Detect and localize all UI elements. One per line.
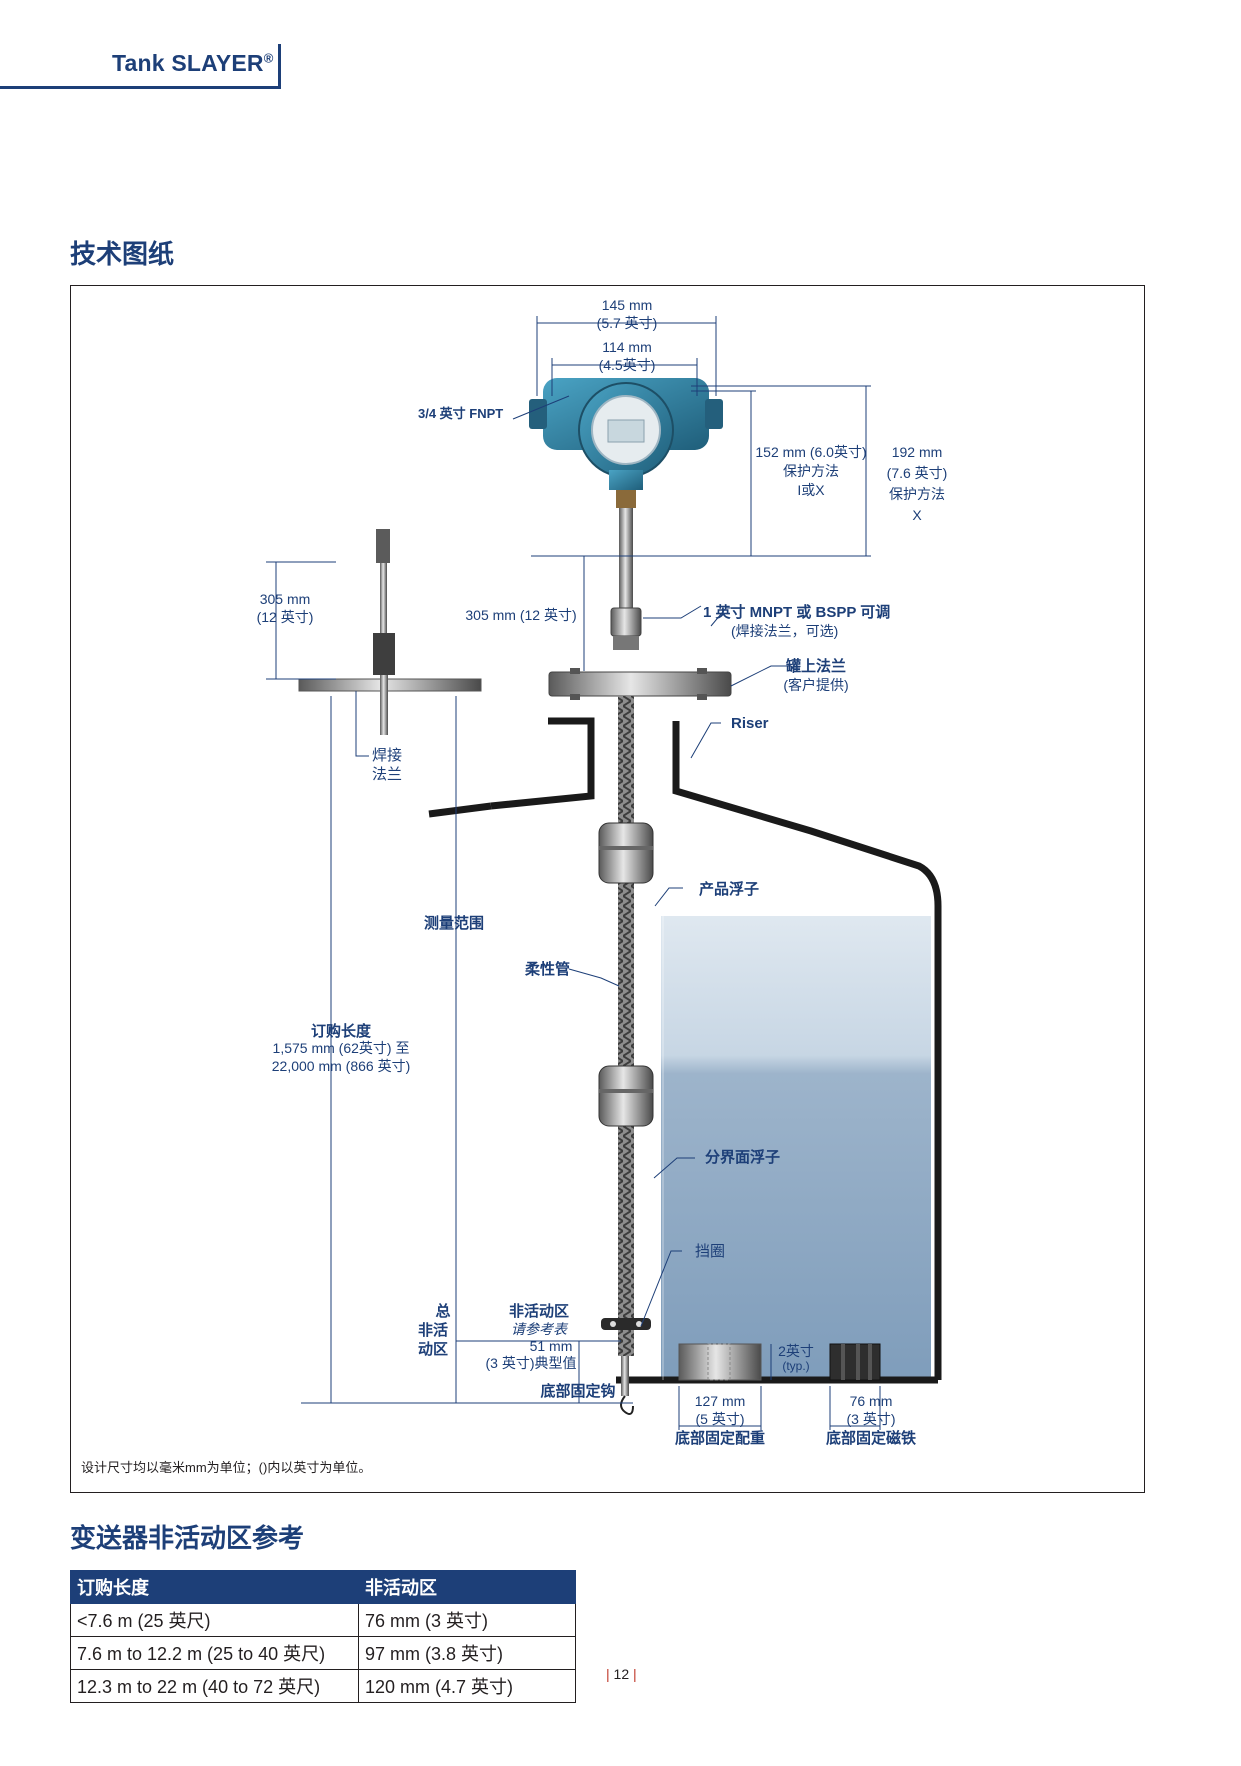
label-tank-flange-note: (客户提供) xyxy=(783,677,848,693)
magnet-width-l1: 76 mm xyxy=(850,1393,893,1409)
drawing-footnote: 设计尺寸均以毫米mm为单位；()内以英寸为单位。 xyxy=(81,1460,371,1476)
column-header: 订购长度 xyxy=(70,1570,359,1604)
riser-left-wall xyxy=(490,717,595,810)
weight-height-l2: (typ.) xyxy=(782,1359,809,1373)
table-header-row: 订购长度 非活动区 xyxy=(70,1570,576,1604)
label-dead-zone-in: (3 英寸)典型值 xyxy=(486,1355,577,1371)
label-order-length: 订购长度 xyxy=(311,1022,372,1040)
label-bottom-hook: 底部固定钩 xyxy=(540,1382,615,1400)
label-flex-tube: 柔性管 xyxy=(525,960,570,978)
label-fnpt: 3/4 英寸 FNPT xyxy=(418,406,503,421)
table-row: 7.6 m to 12.2 m (25 to 40 英尺) 97 mm (3.8… xyxy=(70,1636,576,1670)
table-row: 12.3 m to 22 m (40 to 72 英尺) 120 mm (4.7… xyxy=(70,1669,576,1703)
product-float xyxy=(598,822,654,884)
label-total-dead-l1: 总 xyxy=(435,1302,450,1320)
label-weld-flange-l1: 焊接 xyxy=(372,747,402,764)
tank xyxy=(428,717,942,1384)
drawing-section-title: 技术图纸 xyxy=(70,239,175,269)
weight-width-l1: 127 mm xyxy=(695,1393,746,1409)
dim-114: 114 mm xyxy=(602,339,652,355)
flexible-tube xyxy=(618,696,634,1356)
riser-right-wall xyxy=(672,721,942,1380)
dimension-lines xyxy=(266,316,881,1430)
transmitter-head xyxy=(529,378,723,508)
table-cell: <7.6 m (25 英尺) xyxy=(70,1603,359,1637)
table-row: <7.6 m (25 英尺) 76 mm (3 英寸) xyxy=(70,1603,576,1637)
order-length-range-l2: 22,000 mm (866 英寸) xyxy=(272,1058,411,1074)
weight-width-l2: (5 英寸) xyxy=(696,1411,745,1427)
label-interface-float: 分界面浮子 xyxy=(705,1148,780,1166)
dim-145: 145 mm xyxy=(602,297,653,313)
tank-liquid xyxy=(661,916,931,1380)
label-weld-flange-l2: 法兰 xyxy=(372,766,402,783)
table-cell: 97 mm (3.8 英寸) xyxy=(358,1636,576,1670)
label-dead-zone: 非活动区 xyxy=(509,1302,569,1320)
dim-192-l1: 192 mm xyxy=(892,444,943,460)
label-measure-range: 测量范围 xyxy=(424,914,484,932)
label-total-dead-l2: 非活 xyxy=(418,1321,448,1339)
dim-192-l4: X xyxy=(912,507,922,523)
brand-title: Tank SLAYER® xyxy=(112,50,274,76)
dim-305-main: 305 mm (12 英寸) xyxy=(465,607,576,623)
label-total-dead-l3: 动区 xyxy=(418,1340,448,1358)
label-riser: Riser xyxy=(731,715,769,732)
technical-drawing-frame: 145 mm (5.7 英寸) 114 mm (4.5英寸) 3/4 英寸 FN… xyxy=(70,285,1145,1493)
label-product-float: 产品浮子 xyxy=(699,880,759,898)
bottom-magnet xyxy=(829,1343,881,1381)
label-mnpt: 1 英寸 MNPT 或 BSPP 可调 xyxy=(703,603,890,621)
dim-152-l1: 152 mm (6.0英寸) xyxy=(755,444,866,460)
dim-145-in: (5.7 英寸) xyxy=(597,315,658,331)
weight-height-l1: 2英寸 xyxy=(778,1343,814,1359)
dim-192-l3: 保护方法 xyxy=(889,486,945,502)
label-dead-zone-ref: 请参考表 xyxy=(511,1321,569,1337)
label-dead-zone-mm: 51 mm xyxy=(530,1338,573,1354)
dim-114-in: (4.5英寸) xyxy=(599,357,656,373)
dim-192-l2: (7.6 英寸) xyxy=(887,465,948,481)
table-cell: 12.3 m to 22 m (40 to 72 英尺) xyxy=(70,1669,359,1703)
weld-flange-detail xyxy=(298,529,482,735)
header-rule xyxy=(0,86,280,89)
dim-152-l2: 保护方法 xyxy=(783,463,839,479)
column-header: 非活动区 xyxy=(358,1570,576,1604)
dim-152-l3: I或X xyxy=(797,482,825,498)
table-section-title: 变送器非活动区参考 xyxy=(70,1523,305,1553)
table-cell: 7.6 m to 12.2 m (25 to 40 英尺) xyxy=(70,1636,359,1670)
header-divider xyxy=(278,44,281,89)
label-stop-collar: 挡圈 xyxy=(695,1243,725,1260)
label-tank-flange: 罐上法兰 xyxy=(785,657,846,675)
magnet-width-l2: (3 英寸) xyxy=(847,1411,896,1427)
interface-float xyxy=(598,1065,654,1127)
table-cell: 120 mm (4.7 英寸) xyxy=(358,1669,576,1703)
page-number: | 12 | xyxy=(606,1666,637,1682)
weld-305-l2: (12 英寸) xyxy=(257,609,314,625)
label-bottom-magnet: 底部固定磁铁 xyxy=(826,1429,916,1447)
dead-zone-table: 订购长度 非活动区 <7.6 m (25 英尺) 76 mm (3 英寸) 7.… xyxy=(70,1570,576,1703)
technical-drawing: 145 mm (5.7 英寸) 114 mm (4.5英寸) 3/4 英寸 FN… xyxy=(81,297,948,1476)
bottom-weight xyxy=(678,1343,762,1381)
weld-305-l1: 305 mm xyxy=(260,591,311,607)
label-mnpt-note: (焊接法兰，可选) xyxy=(731,623,838,639)
order-length-range-l1: 1,575 mm (62英寸) 至 xyxy=(273,1040,410,1056)
label-bottom-weight: 底部固定配重 xyxy=(675,1429,765,1447)
table-cell: 76 mm (3 英寸) xyxy=(358,1603,576,1637)
